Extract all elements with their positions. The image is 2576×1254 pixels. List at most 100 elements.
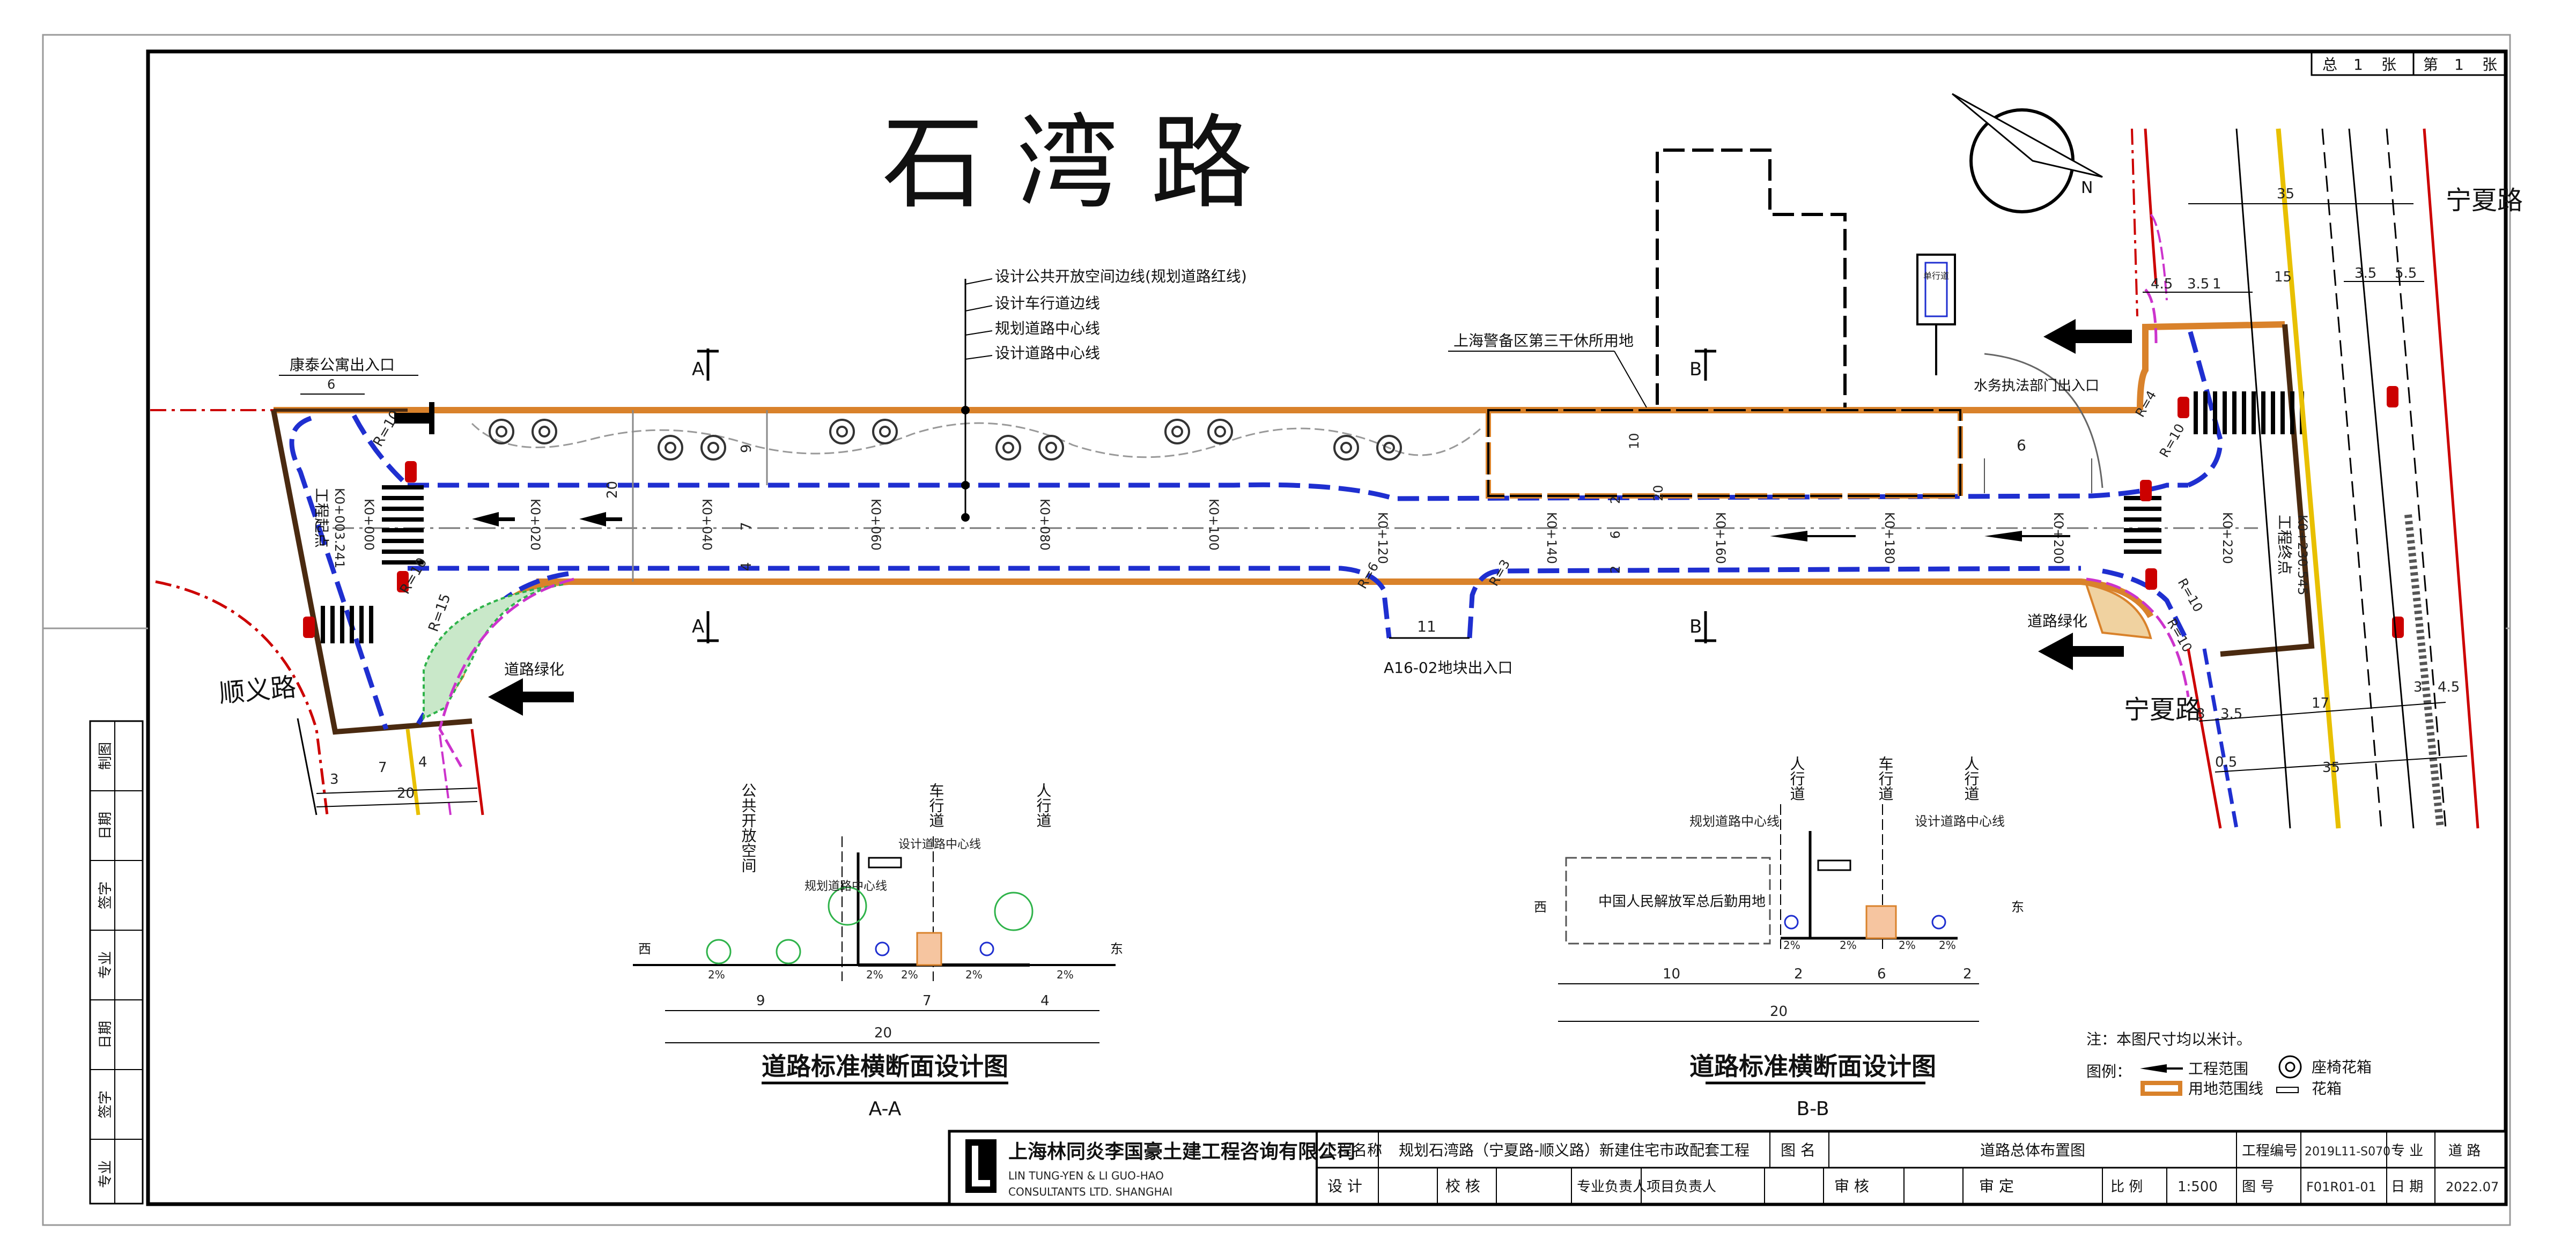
trees (706, 886, 1034, 964)
section-aa-dims-2-text: 4 (1040, 993, 1050, 1009)
dimensions-d7-text: 7 (739, 522, 755, 531)
title-block-drawing-name-text: 道路总体布置图 (1980, 1141, 2085, 1159)
dimensions-d3-br-text: 3 (2196, 706, 2205, 722)
section-bb-slopes-3-text: 2% (1939, 939, 1956, 952)
carriageway-lines (289, 323, 2223, 730)
section-aa-centerline-text: 设计道路中心线 (898, 838, 981, 851)
section-bb-west-text: 西 (1534, 900, 1547, 915)
dimensions-r4-text: R=4 (2132, 388, 2159, 420)
section-bb-east-text: 东 (2011, 900, 2024, 915)
labels-section-a-bottom-text: A (692, 616, 704, 637)
dimensions-d35b-text: 3.5 (2354, 265, 2376, 281)
section-bb-centerline-text: 设计道路中心线 (1915, 814, 2005, 829)
notes-legend-bench-text: 座椅花箱 (2312, 1058, 2372, 1076)
section-aa-top-labels-0-text: 公共开放空间 (740, 783, 757, 873)
title-block-company-en2-text: CONSULTANTS LTD. SHANGHAI (1008, 1185, 1172, 1198)
left-strip-5-text: 签字 (98, 1090, 114, 1118)
title-block-review-text: 审 核 (1834, 1177, 1869, 1195)
labels-green-left-text: 道路绿化 (504, 661, 564, 678)
section-bb-planned-centerline-text: 规划道路中心线 (1689, 814, 1780, 829)
title-block-date-label-text: 日 期 (2391, 1179, 2423, 1195)
cyclist-icon-b (1784, 915, 1799, 930)
title-block-check-text: 校 核 (1445, 1177, 1480, 1195)
svg-text:N: N (2081, 179, 2093, 197)
dimensions-d05-text: 0.5 (2215, 754, 2237, 770)
company-logo-icon (965, 1139, 997, 1193)
notes-legend-planter-text: 花箱 (2312, 1080, 2342, 1097)
shunyi-road (155, 580, 484, 815)
labels-end-pile-text: 工程终点 (2276, 515, 2293, 575)
dimensions-d2b-text: 2 (1608, 566, 1623, 574)
outer-frame (42, 34, 2511, 1226)
labels-leader-3-text: 规划道路中心线 (995, 320, 1100, 337)
labels-start-pile-text: 工程起点 (313, 488, 330, 548)
station-labels: K0+000 K0+020 K0+040 K0+060 K0+080 K0+10… (361, 499, 2235, 564)
dimensions-d55-text: 5.5 (2395, 265, 2417, 281)
direction-arrows (472, 512, 2070, 541)
cyclist-icon (875, 941, 890, 956)
section-bb-top-labels-0-text: 人行道 (1788, 756, 1806, 801)
section-bb-top-labels-1-text: 车行道 (1877, 756, 1894, 801)
section-aa-slopes-1-text: 2% (866, 968, 883, 981)
section-aa-slopes-4-text: 2% (1057, 968, 1074, 981)
title-block-discipline-text: 道 路 (2448, 1143, 2481, 1159)
dimensions-d4-bl-text: 4 (418, 754, 427, 770)
car-icon-b (1865, 905, 1897, 939)
stations-7-text: K0+140 (1544, 512, 1559, 564)
section-aa-slopes-0-text: 2% (708, 968, 725, 981)
sheet-count: 总 1 张 第 1 张 (2311, 50, 2507, 76)
leader-labels: 设计公共开放空间边线(规划道路红线) 设计车行道边线 规划道路中心线 设计道路中… (961, 268, 1247, 522)
title-block-scale-text: 1:500 (2178, 1179, 2218, 1195)
section-bb-land-text: 中国人民解放军总后勤用地 (1598, 894, 1766, 910)
left-strip-2-text: 签字 (98, 881, 114, 909)
north-arrow-icon: N (1952, 93, 2103, 213)
section-bb-dims-0-text: 10 (1663, 966, 1680, 982)
labels-sign-text-text: 单行道 (1923, 271, 1949, 281)
section-bb-slopes-2-text: 2% (1899, 939, 1916, 952)
title-block: 上海林同炎李国豪土建工程咨询有限公司 LIN TUNG-YEN & LI GUO… (948, 1130, 2507, 1206)
cyclist-icon-b2 (1931, 915, 1946, 930)
labels-kangtai-entrance-text: 康泰公寓出入口 (290, 356, 395, 374)
title-block-dwg-no-label-text: 图 号 (2242, 1179, 2274, 1195)
drawing-sheet-total-num-text: 1 (2353, 56, 2363, 73)
dimensions-d1-text: 1 (2212, 276, 2221, 292)
stations-6-text: K0+120 (1375, 512, 1390, 564)
stations-3-text: K0+060 (868, 499, 883, 551)
stations-1-text: K0+020 (528, 499, 543, 551)
roads-shunyi-text: 顺义路 (218, 672, 297, 709)
dimensions-d35a-text: 3.5 (2187, 276, 2209, 292)
dimensions-d45-br-text: 4.5 (2438, 679, 2460, 695)
left-strip-4-text: 日期 (98, 1021, 114, 1049)
dimensions-d45-text: 4.5 (2151, 276, 2173, 292)
title-block-scale-label-text: 比 例 (2110, 1179, 2143, 1195)
dimensions-d35-br-text: 3.5 (2220, 706, 2242, 722)
title-block-approve-text: 审 定 (1979, 1177, 2014, 1195)
left-strip-6-text: 专业 (98, 1160, 114, 1188)
roads-ningxia-top-text: 宁夏路 (2446, 185, 2523, 216)
drawing-sheet-total-text: 总 (2322, 56, 2337, 73)
dimensions-d17-text: 17 (2312, 695, 2329, 711)
section-aa-slopes-3-text: 2% (965, 968, 983, 981)
title-block-project-label-text: 工程名称 (1322, 1141, 1382, 1159)
notes-legend-land-text: 用地范围线 (2188, 1080, 2263, 1097)
drawing-sheet-zhang2-text: 张 (2482, 56, 2497, 73)
labels-leader-2-text: 设计车行道边线 (995, 294, 1100, 312)
title-block-design-text: 设 计 (1327, 1177, 1362, 1195)
labels-start-pile-no-text: K0+003.241 (332, 488, 347, 568)
left-strip-0-text: 制图 (98, 742, 114, 770)
labels-a16-exit-text: A16-02地块出入口 (1384, 659, 1513, 677)
road-title: 石 湾 路 (882, 104, 1253, 222)
dimensions-d6-right-text: 6 (2017, 436, 2026, 454)
dimensions-d15-text: 15 (2274, 269, 2292, 285)
stations-9-text: K0+180 (1882, 512, 1897, 564)
section-bb-slopes-1-text: 2% (1840, 939, 1857, 952)
section-bb: 中国人民解放军总后勤用地 人行道 车行道 人行道 规划道路中心线 设计道路中心线… (1534, 756, 2024, 1120)
section-aa-total-text: 20 (874, 1025, 892, 1041)
title-block-proj-no-label-text: 工程编号 (2242, 1143, 2298, 1159)
section-aa-west-text: 西 (638, 941, 651, 956)
section-aa: 公共开放空间 车行道 人行道 设计道路中心线 规划道路中心线 西 东 2% 2%… (633, 783, 1123, 1120)
dimensions-d35-top-text: 35 (2277, 186, 2294, 202)
section-bb-top-labels-2-text: 人行道 (1962, 756, 1980, 801)
title-block-company-en1-text: LIN TUNG-YEN & LI GUO-HAO (1008, 1169, 1164, 1182)
